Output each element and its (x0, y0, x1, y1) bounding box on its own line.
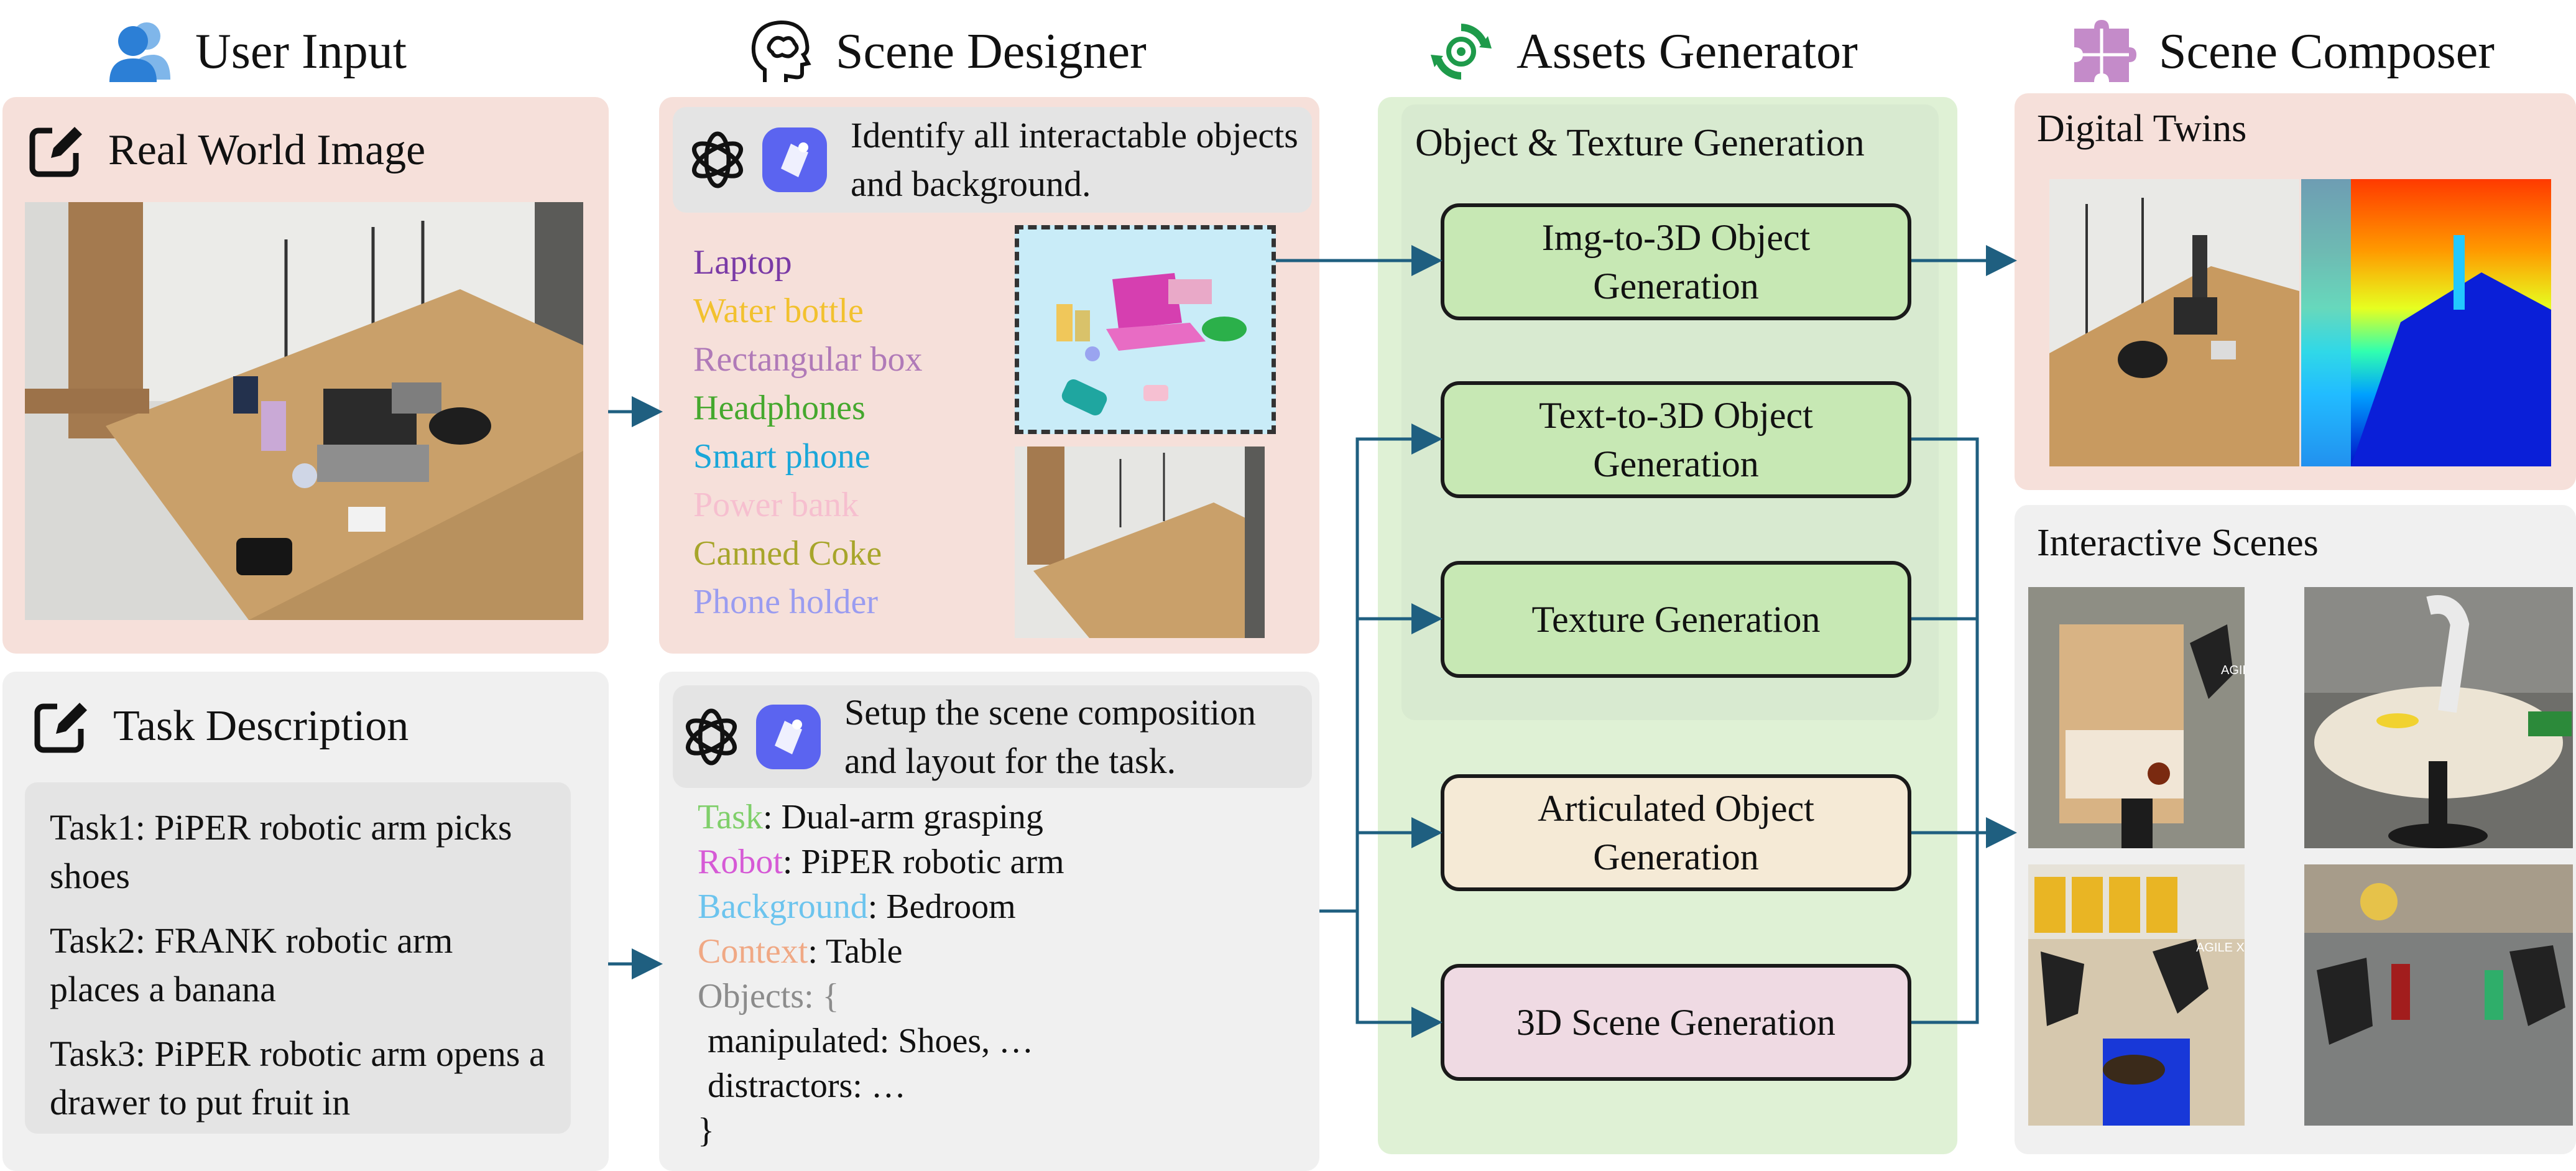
assets-generator-heading: Assets Generator (1427, 11, 1858, 92)
real-world-image-heading: Real World Image (29, 122, 425, 179)
assets-generator-title: Assets Generator (1517, 24, 1858, 79)
assistant-logo-icon (756, 704, 821, 769)
task-item: Task3: PiPER robotic arm opens a drawer … (50, 1034, 545, 1122)
layout-robot-row: Robot: PiPER robotic arm (698, 840, 1064, 884)
digital-twins-title: Digital Twins (2037, 108, 2247, 150)
layout-distractors-row: distractors: … (708, 1067, 906, 1105)
table-scene-photo (1015, 447, 1265, 638)
scene-designer-title: Scene Designer (836, 24, 1147, 79)
layout-key: Task (698, 798, 763, 836)
object-label: Canned Coke (693, 534, 882, 573)
agile-x-label: AGILE X (2221, 664, 2245, 677)
object-label: Phone holder (693, 583, 879, 621)
identify-prompt-bubble: Identify all interactable objects and ba… (673, 107, 1312, 213)
layout-context-row: Context: Table (698, 929, 1064, 974)
layout-task-row: Task: Dual-arm grasping (698, 795, 1064, 840)
depth-map-render (2301, 179, 2551, 466)
layout-key: Context (698, 932, 808, 971)
scene-composer-title: Scene Composer (2159, 24, 2495, 79)
layout-value: : Bedroom (867, 887, 1016, 926)
task-list: Task1: PiPER robotic arm picks shoes Tas… (25, 782, 571, 1134)
object-label: Water bottle (693, 292, 864, 330)
layout-manipulated-row: manipulated: Shoes, … (708, 1022, 1034, 1060)
object-label: Laptop (693, 243, 792, 282)
layout-value: : Dual-arm grasping (762, 798, 1043, 836)
scene-designer-heading: Scene Designer (746, 11, 1147, 92)
object-list: Laptop Water bottle Rectangular box Head… (693, 238, 923, 626)
banana-scene-render (2304, 587, 2573, 848)
layout-value: : Table (808, 932, 903, 971)
layout-background-row: Background: Bedroom (698, 884, 1064, 929)
task-item: Task1: PiPER robotic arm picks shoes (50, 807, 512, 896)
layout-value: : PiPER robotic arm (782, 843, 1064, 881)
layout-objects-row: Objects: { (698, 977, 839, 1016)
layout-key: Background (698, 887, 868, 926)
interactive-scenes-title: Interactive Scenes (2037, 522, 2319, 564)
assistant-logo-icon (762, 127, 827, 192)
scene-composer-heading: Scene Composer (2069, 11, 2495, 92)
object-label: Smart phone (693, 437, 870, 476)
drawer-scene-render: AGILE X (2028, 587, 2245, 848)
task-item: Task2: FRANK robotic arm places a banana (50, 920, 453, 1009)
articulated-object-box: Articulated Object Generation (1441, 774, 1911, 891)
task-description-heading: Task Description (34, 698, 409, 755)
user-input-heading: User Input (106, 11, 407, 92)
user-icon (106, 17, 174, 86)
object-label: Headphones (693, 389, 866, 427)
text-to-3d-box: Text-to-3D Object Generation (1441, 381, 1911, 498)
coke-scene-render (2304, 864, 2573, 1126)
texture-generation-box: Texture Generation (1441, 561, 1911, 678)
puzzle-icon (2069, 17, 2138, 86)
scene-generation-box: 3D Scene Generation (1441, 964, 1911, 1081)
setup-prompt-bubble: Setup the scene composition and layout f… (673, 685, 1312, 788)
layout-spec: Task: Dual-arm grasping Robot: PiPER rob… (698, 795, 1064, 1153)
object-label: Rectangular box (693, 340, 923, 379)
digital-twin-render (2049, 179, 2299, 466)
user-input-title: User Input (195, 24, 407, 79)
img-to-3d-box: Img-to-3D Object Generation (1441, 203, 1911, 320)
object-texture-title: Object & Texture Generation (1415, 122, 1865, 164)
edit-icon (29, 127, 83, 177)
openai-logo-icon (686, 708, 737, 765)
real-world-photo (25, 202, 583, 620)
openai-logo-icon (692, 131, 743, 188)
setup-prompt-text: Setup the scene composition and layout f… (844, 692, 1257, 781)
refresh-gear-icon (1427, 17, 1495, 86)
task-description-title: Task Description (113, 702, 409, 750)
shoes-scene-render: AGILE X (2028, 864, 2245, 1126)
layout-close-brace: } (698, 1111, 714, 1150)
identify-prompt-text: Identify all interactable objects and ba… (851, 115, 1298, 204)
object-label: Power bank (693, 486, 859, 524)
edit-icon (34, 703, 88, 753)
layout-key: Robot (698, 843, 783, 881)
brain-head-icon (746, 17, 815, 86)
segmented-objects-render (1015, 225, 1276, 434)
agile-x-label: AGILE X (2196, 941, 2245, 955)
real-world-image-title: Real World Image (108, 126, 426, 174)
